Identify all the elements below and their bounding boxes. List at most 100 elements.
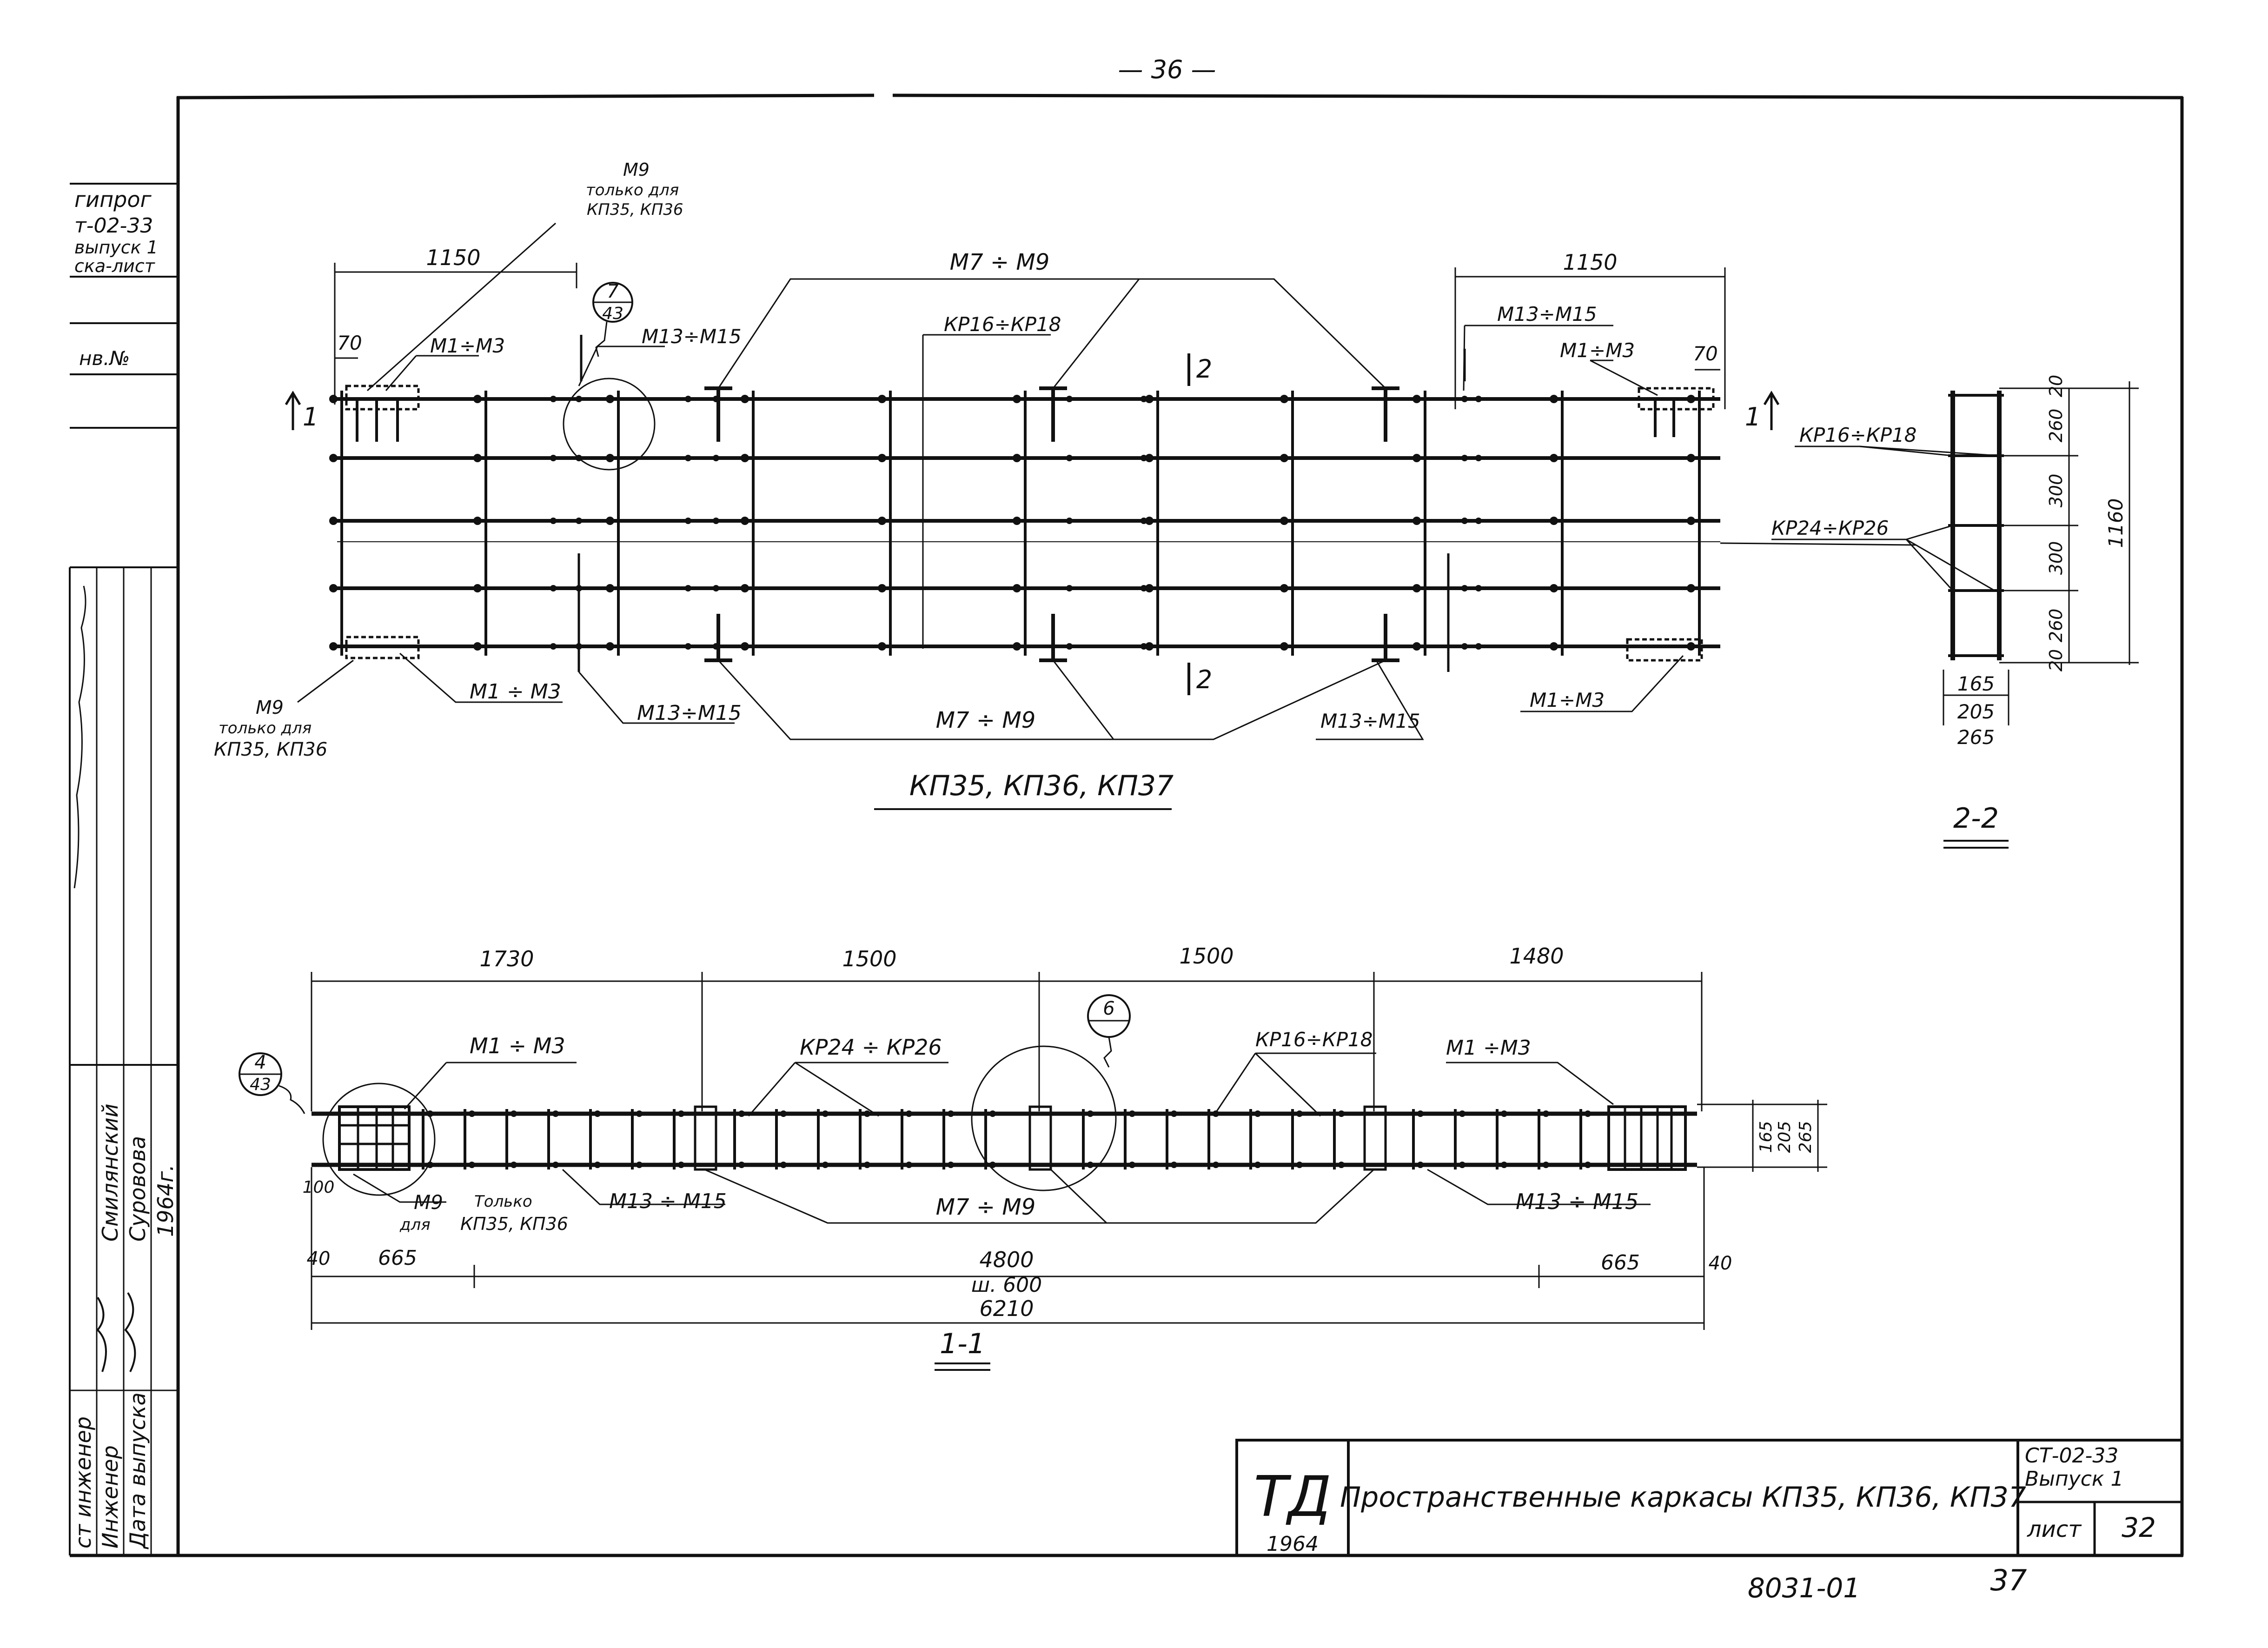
sheet-number: 32 bbox=[2122, 1512, 2156, 1543]
weld-node bbox=[1475, 455, 1482, 461]
plan-labels: М9 только для КП35, КП36 М1÷М3 М13÷М15 М… bbox=[214, 159, 1635, 810]
weld-node bbox=[1141, 585, 1147, 591]
weld-node bbox=[1141, 455, 1147, 461]
weld-node bbox=[1475, 585, 1482, 591]
weld-node bbox=[1501, 1162, 1507, 1168]
weld-node bbox=[1145, 642, 1154, 651]
weld-node bbox=[427, 1110, 433, 1117]
weld-node bbox=[1296, 1110, 1303, 1117]
svg-text:1730: 1730 bbox=[479, 946, 534, 971]
weld-node bbox=[1145, 584, 1154, 592]
sec22-caption: 2-2 bbox=[1953, 802, 1999, 835]
weld-node bbox=[1213, 1162, 1219, 1168]
svg-text:4: 4 bbox=[254, 1052, 266, 1073]
svg-text:7: 7 bbox=[607, 281, 619, 302]
weld-node bbox=[1543, 1110, 1549, 1117]
dim-1150-left: 1150 bbox=[426, 245, 480, 270]
sheet-frame bbox=[70, 93, 2184, 1557]
dim-70-left: 70 bbox=[337, 332, 362, 354]
svg-text:20: 20 bbox=[2046, 649, 2066, 671]
label-m1-m3-bottom-left: М1 ÷ М3 bbox=[470, 680, 561, 704]
weld-node bbox=[606, 517, 614, 525]
weld-node bbox=[1413, 454, 1421, 462]
svg-text:20: 20 bbox=[2046, 375, 2066, 397]
embedded-parts-bottom bbox=[577, 335, 1466, 672]
stamp-issue: выпуск 1 bbox=[74, 237, 158, 258]
weld-node bbox=[1687, 517, 1695, 525]
label-kr16-kr18: КР16÷КР18 bbox=[1255, 1028, 1373, 1051]
weld-node bbox=[1413, 517, 1421, 525]
anchor-plate-top-left bbox=[345, 385, 420, 411]
label-m1-m3-bottom-right: М1÷М3 bbox=[1530, 689, 1605, 711]
anchor-plate-bottom-right bbox=[1626, 638, 1703, 662]
weld-node bbox=[1687, 584, 1695, 592]
svg-text:100: 100 bbox=[303, 1178, 335, 1197]
weld-node bbox=[741, 454, 749, 462]
anchor-plate-top-right bbox=[1638, 387, 1715, 411]
weld-node bbox=[1475, 518, 1482, 524]
weld-node bbox=[741, 642, 749, 651]
weld-node bbox=[1280, 395, 1288, 403]
weld-node bbox=[576, 518, 582, 524]
weld-node bbox=[1413, 395, 1421, 403]
end-cage-right bbox=[1607, 1105, 1687, 1171]
weld-node bbox=[594, 1110, 601, 1117]
weld-node bbox=[1087, 1162, 1094, 1168]
weld-node bbox=[878, 395, 886, 403]
sheet-issue: Выпуск 1 bbox=[2025, 1467, 2123, 1491]
weld-node bbox=[576, 396, 582, 402]
weld-node bbox=[738, 1162, 745, 1168]
label-m7-m9: М7 ÷ М9 bbox=[936, 1194, 1036, 1220]
weld-node bbox=[427, 1162, 433, 1168]
weld-node bbox=[550, 643, 557, 650]
label-m1-m3-top-right: М1÷М3 bbox=[1560, 339, 1635, 362]
label-m1-m3-left: М1 ÷ М3 bbox=[470, 1033, 565, 1058]
weld-node bbox=[713, 585, 719, 591]
weld-node bbox=[1171, 1162, 1177, 1168]
plan-leaders bbox=[297, 222, 1684, 740]
stamp-signatures bbox=[73, 585, 136, 1372]
weld-node bbox=[1254, 1162, 1261, 1168]
weld-node bbox=[713, 455, 719, 461]
label-m9-bottom-3: КП35, КП36 bbox=[214, 739, 327, 760]
weld-node bbox=[1461, 396, 1468, 402]
weld-node bbox=[1417, 1110, 1424, 1117]
label-m9-top-2: только для bbox=[586, 181, 679, 199]
detail-callout-7: 7 43 bbox=[592, 281, 633, 357]
weld-node bbox=[1417, 1162, 1424, 1168]
transverse-bars bbox=[329, 391, 1701, 656]
weld-node bbox=[552, 1162, 559, 1168]
weld-node bbox=[1296, 1162, 1303, 1168]
weld-node bbox=[329, 517, 338, 525]
embedded-parts-top bbox=[356, 386, 1675, 442]
weld-node bbox=[1585, 1162, 1591, 1168]
weld-node bbox=[1066, 585, 1073, 591]
detail-circle-6 bbox=[971, 1045, 1117, 1191]
weld-node bbox=[1013, 642, 1021, 651]
anchor-plate-bottom-left bbox=[345, 636, 420, 659]
stamp-role: Дата выпуска bbox=[125, 1392, 150, 1549]
detail-circle-7 bbox=[563, 378, 656, 471]
weld-node bbox=[1461, 643, 1468, 650]
svg-text:165: 165 bbox=[1957, 672, 1995, 695]
label-m13-m15-right: М13 ÷ М15 bbox=[1516, 1189, 1638, 1214]
weld-node bbox=[1550, 517, 1558, 525]
plan-view: 7 43 1150 1150 70 70 1 1 2 bbox=[214, 159, 1916, 810]
weld-node bbox=[685, 585, 691, 591]
weld-node bbox=[906, 1110, 912, 1117]
weld-node bbox=[1338, 1162, 1345, 1168]
weld-node bbox=[1013, 395, 1021, 403]
label-m9-bottom: М9 bbox=[256, 697, 284, 718]
weld-node bbox=[864, 1110, 870, 1117]
svg-text:4800: 4800 bbox=[979, 1247, 1034, 1272]
weld-node bbox=[511, 1110, 517, 1117]
label-m1-m3-top-left: М1÷М3 bbox=[430, 334, 505, 357]
weld-node bbox=[741, 584, 749, 592]
label-m9-top-3: КП35, КП36 bbox=[587, 200, 683, 219]
plan-caption: КП35, КП36, КП37 bbox=[909, 770, 1174, 802]
weld-node bbox=[1550, 642, 1558, 651]
weld-node bbox=[822, 1110, 829, 1117]
stamp-org: гипрог bbox=[74, 187, 152, 212]
svg-text:43: 43 bbox=[602, 304, 623, 323]
